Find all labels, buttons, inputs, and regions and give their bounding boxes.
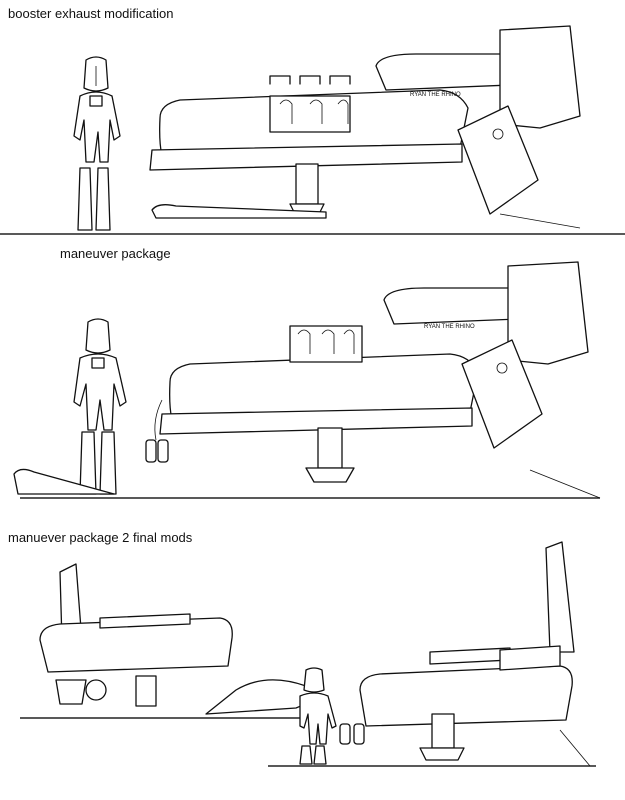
section-caption-maneuver-package-2: manuever package 2 final mods — [8, 530, 193, 545]
section-caption-booster-exhaust: booster exhaust modification — [8, 6, 174, 21]
section-caption-maneuver-package: maneuver package — [60, 246, 171, 261]
pilot-figure — [299, 667, 337, 765]
vehicle-sketch-booster: RYAN THE RHINO — [0, 25, 625, 235]
hull-decal: RYAN THE RHINO — [410, 92, 461, 98]
vehicle-body: RYAN THE RHINO — [13, 261, 601, 499]
vehicle-sketch-final-mods-right — [268, 541, 596, 767]
hull-decal: RYAN THE RHINO — [424, 324, 475, 330]
vehicle-sketch-maneuver: RYAN THE RHINO — [13, 261, 601, 499]
pilot-figure — [73, 318, 127, 495]
pilot-figure — [73, 56, 121, 231]
vehicle-body: RYAN THE RHINO — [149, 25, 581, 229]
vehicle-sketch-final-mods-left — [20, 563, 315, 719]
